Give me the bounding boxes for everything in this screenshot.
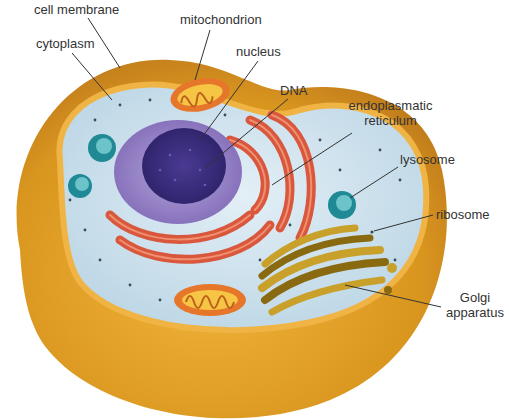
part-label: mitochondrion [180,12,290,27]
part-label: lysosome [400,152,490,167]
er-shapes [110,115,311,259]
golgi-shapes [262,228,397,312]
part-label: Golgi apparatus [444,290,506,320]
ribosome-dots [69,99,402,307]
part-label: nucleus [236,44,306,59]
dna-shape [142,128,226,204]
nucleus-shape [114,120,242,224]
leader-lines [72,18,441,307]
part-label: endoplasmatic reticulum [328,98,453,128]
part-label: cell membrane [34,2,144,17]
part-label: DNA [280,83,330,98]
part-label: ribosome [436,207,506,222]
part-label: cytoplasm [36,36,126,51]
